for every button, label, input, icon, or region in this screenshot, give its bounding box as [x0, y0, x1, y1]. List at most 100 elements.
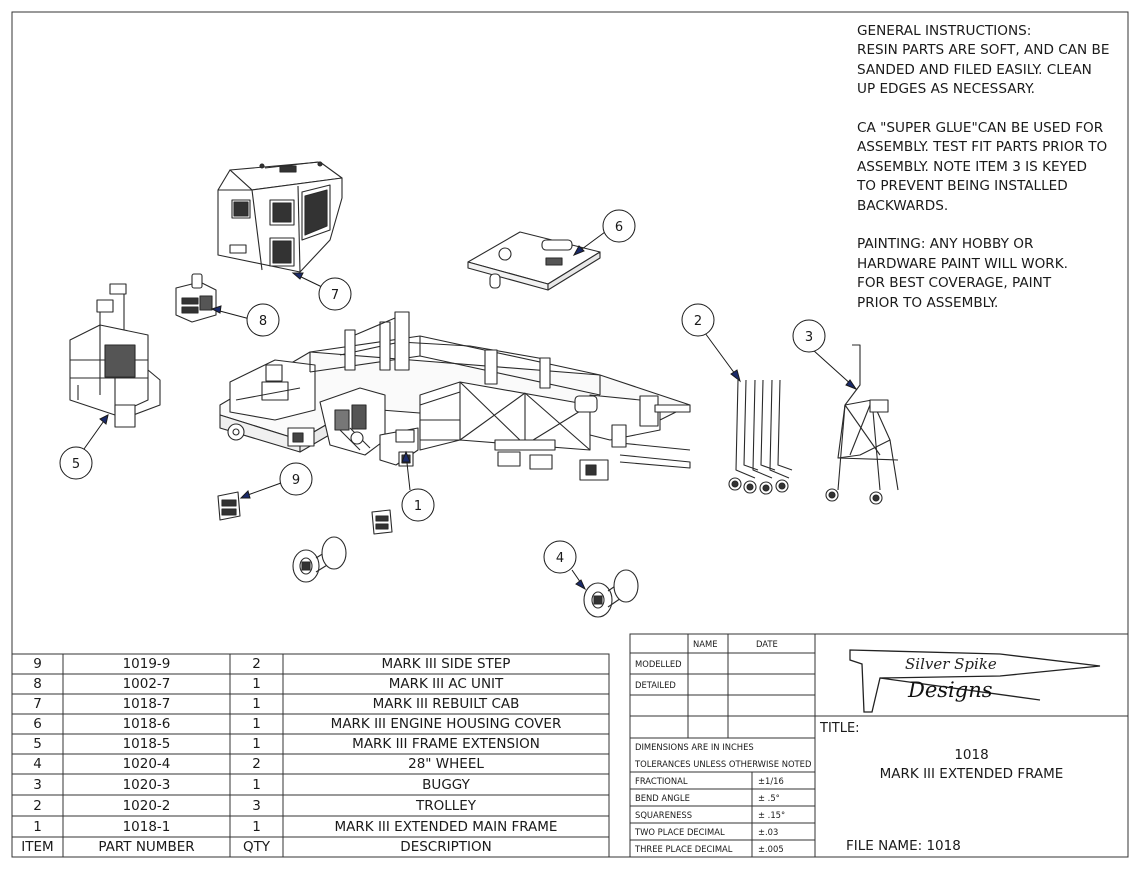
- bom-qty: 1: [252, 676, 261, 692]
- balloon-label: 6: [615, 220, 623, 235]
- date-header: DATE: [756, 639, 778, 649]
- silver-spike-logo: [849, 649, 1101, 713]
- tolerances-note: TOLERANCES UNLESS OTHERWISE NOTED: [635, 759, 812, 769]
- balloon-label: 8: [259, 314, 267, 329]
- instruction-line: ASSEMBLY. NOTE ITEM 3 IS KEYED: [857, 158, 1087, 175]
- file-name: FILE NAME: 1018: [846, 838, 961, 854]
- bom-qty: 3: [252, 798, 261, 814]
- main-frame-part: [219, 311, 691, 481]
- bom-part-number: 1002-7: [122, 676, 171, 692]
- frame-extension-part: [69, 283, 161, 428]
- instructions-glue-block: CA "SUPER GLUE"CAN BE USED FOR ASSEMBLY.…: [857, 119, 1127, 216]
- bom-qty: 2: [252, 656, 261, 672]
- bom-part-number: 1018-1: [122, 819, 171, 835]
- tolerance-label: TWO PLACE DECIMAL: [635, 827, 725, 837]
- tolerance-label: BEND ANGLE: [635, 793, 690, 803]
- bom-item: 8: [33, 676, 42, 692]
- bom-item: 6: [33, 716, 42, 732]
- tolerance-value: ±.005: [758, 844, 784, 854]
- bom-part-number: 1020-2: [122, 798, 171, 814]
- balloon-label: 1: [414, 499, 422, 514]
- balloon-label: 3: [805, 330, 813, 345]
- bom-header-description: DESCRIPTION: [400, 839, 492, 855]
- bom-qty: 1: [252, 819, 261, 835]
- bom-header-item: ITEM: [21, 839, 54, 855]
- balloon-5: [59, 446, 93, 480]
- general-instructions: GENERAL INSTRUCTIONS: RESIN PARTS ARE SO…: [857, 22, 1127, 332]
- instruction-line: SANDED AND FILED EASILY. CLEAN: [857, 61, 1092, 78]
- title-label: TITLE:: [820, 721, 860, 736]
- bom-description: MARK III REBUILT CAB: [372, 696, 520, 712]
- bom-item: 9: [33, 656, 42, 672]
- bom-description: BUGGY: [422, 777, 470, 793]
- bom-header-part-number: PART NUMBER: [98, 839, 195, 855]
- tolerance-value: ± .15°: [758, 810, 786, 820]
- logo-text-top: Silver Spike: [905, 655, 997, 673]
- bom-description: MARK III AC UNIT: [388, 676, 504, 692]
- balloon-2: [681, 303, 715, 337]
- instruction-line: BACKWARDS.: [857, 197, 949, 214]
- bom-part-number: 1018-7: [122, 696, 171, 712]
- tolerance-value: ±1/16: [758, 776, 784, 786]
- tolerance-value: ± .5°: [758, 793, 780, 803]
- name-header: NAME: [693, 639, 718, 649]
- instruction-line: HARDWARE PAINT WILL WORK.: [857, 255, 1068, 272]
- balloon-label: 5: [72, 457, 80, 472]
- balloon-numbers: 1 2 3 4 5 6 7 8 9: [72, 220, 813, 566]
- bom-part-number: 1020-3: [122, 777, 171, 793]
- bom-item: 1: [33, 819, 42, 835]
- bom-description: MARK III FRAME EXTENSION: [352, 736, 540, 752]
- bom-description: MARK III EXTENDED MAIN FRAME: [334, 819, 558, 835]
- bom-description: MARK III SIDE STEP: [381, 656, 511, 672]
- instruction-line: TO PREVENT BEING INSTALLED: [857, 178, 1068, 195]
- tolerance-label: THREE PLACE DECIMAL: [635, 844, 733, 854]
- instructions-painting-block: PAINTING: ANY HOBBY OR HARDWARE PAINT WI…: [857, 235, 1127, 313]
- bom-description: TROLLEY: [415, 798, 477, 814]
- bom-item: 2: [33, 798, 42, 814]
- bom-qty: 1: [252, 716, 261, 732]
- bom-qty: 1: [252, 777, 261, 793]
- balloon-9: [279, 462, 313, 496]
- detailed-label: DETAILED: [635, 680, 676, 690]
- tolerance-label: FRACTIONAL: [635, 776, 688, 786]
- bom-part-number: 1018-5: [122, 736, 171, 752]
- bom-qty: 1: [252, 696, 261, 712]
- bom-header-qty: QTY: [242, 839, 271, 855]
- balloon-leaders: [83, 231, 858, 591]
- tolerance-label: SQUARENESS: [635, 810, 693, 820]
- balloon-8: [246, 303, 280, 337]
- instruction-line: ASSEMBLY. TEST FIT PARTS PRIOR TO: [857, 139, 1108, 156]
- trolley-part: [728, 379, 793, 495]
- balloon-7: [318, 277, 352, 311]
- instruction-line: PRIOR TO ASSEMBLY.: [857, 294, 999, 311]
- instruction-line: UP EDGES AS NECESSARY.: [857, 81, 1035, 98]
- instruction-line: CA "SUPER GLUE"CAN BE USED FOR: [857, 120, 1104, 137]
- drawing-title: MARK III EXTENDED FRAME: [879, 766, 1064, 782]
- balloon-label: 2: [694, 314, 702, 329]
- bom-item: 7: [33, 696, 42, 712]
- bom-qty: 2: [252, 756, 261, 772]
- instruction-line: RESIN PARTS ARE SOFT, AND CAN BE: [857, 42, 1110, 59]
- wheel-part: [292, 536, 639, 618]
- side-step-part: [217, 491, 393, 535]
- bom-part-number: 1018-6: [122, 716, 171, 732]
- bom-description: 28" WHEEL: [408, 756, 484, 772]
- balloon-label: 9: [292, 473, 300, 488]
- bom-part-number: 1019-9: [122, 656, 171, 672]
- instructions-general-block: GENERAL INSTRUCTIONS: RESIN PARTS ARE SO…: [857, 22, 1127, 100]
- logo-text-bottom: Designs: [908, 678, 993, 702]
- balloons: [59, 209, 826, 574]
- balloon-1: [401, 488, 435, 522]
- bom-grid: [11, 653, 610, 858]
- exploded-assembly: [69, 161, 899, 618]
- ac-unit-part: [175, 273, 217, 323]
- bom-description: MARK III ENGINE HOUSING COVER: [330, 716, 562, 732]
- title-block-grid: [629, 633, 1129, 858]
- buggy-part: [825, 344, 899, 505]
- balloon-label: 4: [556, 551, 564, 566]
- bom-item: 5: [33, 736, 42, 752]
- instruction-line: PAINTING: ANY HOBBY OR: [857, 236, 1034, 253]
- instruction-line: FOR BEST COVERAGE, PAINT: [857, 275, 1052, 292]
- balloon-label: 7: [331, 288, 339, 303]
